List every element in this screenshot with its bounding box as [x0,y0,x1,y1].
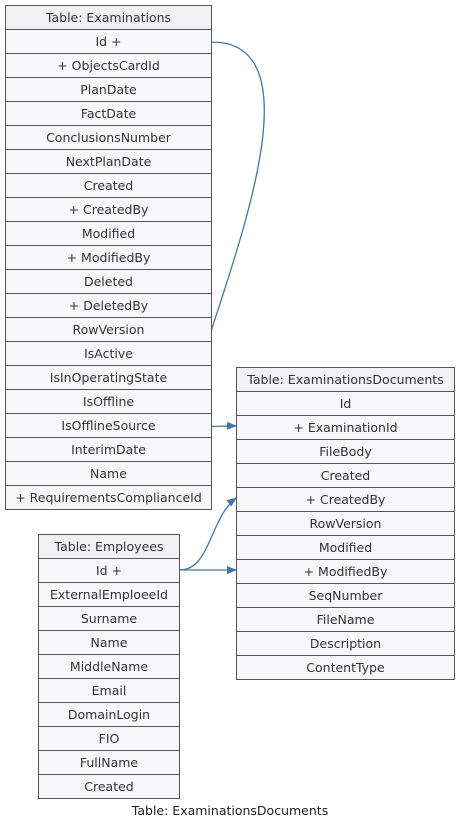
table-field: Email [39,679,179,703]
table-field: MiddleName [39,655,179,679]
table-field: + CreatedBy [237,488,454,512]
table-field: + ExaminationId [237,416,454,440]
table-field: FileBody [237,440,454,464]
diagram-caption: Table: ExaminationsDocuments [131,803,329,818]
table-field: FileName [237,608,454,632]
table-field: IsOffline [6,390,211,414]
table-field: + DeletedBy [6,294,211,318]
table-field: PlanDate [6,78,211,102]
table-field: Id [237,392,454,416]
link-employees-id-to-createdby [179,497,237,571]
table-field: ContentType [306,660,385,675]
table-field: IsOfflineSource [6,414,211,438]
table-field: Modified [6,222,211,246]
table-field: Description [237,632,454,656]
table-title: Table: ExaminationsDocuments [237,368,454,392]
table-field: InterimDate [6,438,211,462]
table-field: IsInOperatingState [6,366,211,390]
table-field: Surname [39,607,179,631]
table-field: Id + [39,559,179,583]
table-field: Name [6,462,211,486]
table-field: SeqNumber [237,584,454,608]
table-title: Table: Employees [39,535,179,559]
table-field: + RequirementsComplianceId [15,490,202,505]
table-field: ExternalEmploeeId [39,583,179,607]
table-field: + CreatedBy [6,198,211,222]
table-field: + ModifiedBy [6,246,211,270]
table-field: Deleted [6,270,211,294]
table-field: RowVersion [237,512,454,536]
table-field: FIO [39,727,179,751]
table-field: Name [39,631,179,655]
table-field: FactDate [6,102,211,126]
table-field: NextPlanDate [6,150,211,174]
table-field: DomainLogin [39,703,179,727]
table-field: FullName [39,751,179,775]
table-examinations-documents: Table: ExaminationsDocuments Id+ Examina… [236,367,455,680]
table-field: ConclusionsNumber [6,126,211,150]
table-title: Table: Examinations [6,6,211,30]
table-field: IsActive [6,342,211,366]
table-field: Created [6,174,211,198]
table-field: Id + [6,30,211,54]
table-field: Created [84,779,134,794]
table-field: Created [237,464,454,488]
table-field: + ObjectsCardId [6,54,211,78]
table-field: Modified [237,536,454,560]
table-field: RowVersion [6,318,211,342]
table-field: + ModifiedBy [237,560,454,584]
